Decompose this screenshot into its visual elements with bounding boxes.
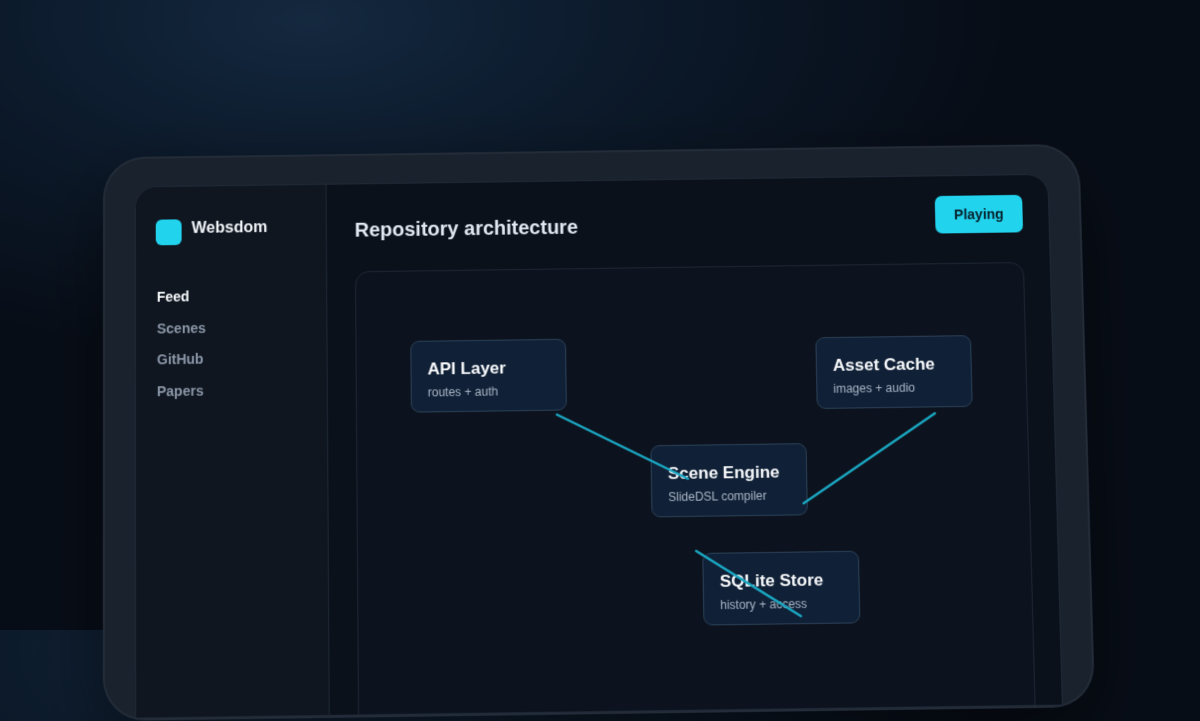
sidebar-item-github[interactable]: GitHub bbox=[156, 350, 204, 368]
diagram-canvas: API Layer routes + auth Asset Cache imag… bbox=[354, 261, 1037, 719]
node-subtitle: routes + auth bbox=[427, 384, 499, 400]
logo-icon bbox=[155, 219, 182, 246]
playing-status-button[interactable]: Playing bbox=[934, 194, 1024, 234]
edge-cache-to-engine bbox=[802, 413, 937, 503]
node-subtitle: history + access bbox=[720, 596, 808, 613]
device-frame: Websdom Feed Scenes GitHub Papers Reposi… bbox=[104, 145, 1094, 720]
sidebar-item-scenes[interactable]: Scenes bbox=[156, 319, 206, 337]
node-title: Asset Cache bbox=[832, 354, 935, 375]
node-subtitle: images + audio bbox=[833, 380, 916, 396]
node-sqlite-store[interactable]: SQLite Store history + access bbox=[702, 550, 861, 626]
sidebar: Websdom Feed Scenes GitHub Papers bbox=[135, 184, 330, 718]
device-mockup: Websdom Feed Scenes GitHub Papers Reposi… bbox=[104, 145, 1094, 720]
node-title: API Layer bbox=[427, 358, 506, 379]
node-api-layer[interactable]: API Layer routes + auth bbox=[410, 338, 567, 413]
app-name: Websdom bbox=[191, 219, 268, 237]
sidebar-item-feed[interactable]: Feed bbox=[156, 288, 190, 305]
node-scene-engine[interactable]: Scene Engine SlideDSL compiler bbox=[650, 443, 808, 518]
sidebar-nav: Feed Scenes GitHub Papers bbox=[157, 287, 206, 413]
node-title: SQLite Store bbox=[719, 570, 824, 591]
main-content: Repository architecture Playing API Laye… bbox=[327, 175, 1062, 719]
node-title: Scene Engine bbox=[667, 462, 780, 484]
page-title: Repository architecture bbox=[354, 216, 579, 242]
node-asset-cache[interactable]: Asset Cache images + audio bbox=[815, 335, 973, 409]
sidebar-item-papers[interactable]: Papers bbox=[156, 382, 204, 399]
app-window: Websdom Feed Scenes GitHub Papers Reposi… bbox=[134, 173, 1063, 719]
node-subtitle: SlideDSL compiler bbox=[668, 488, 767, 505]
